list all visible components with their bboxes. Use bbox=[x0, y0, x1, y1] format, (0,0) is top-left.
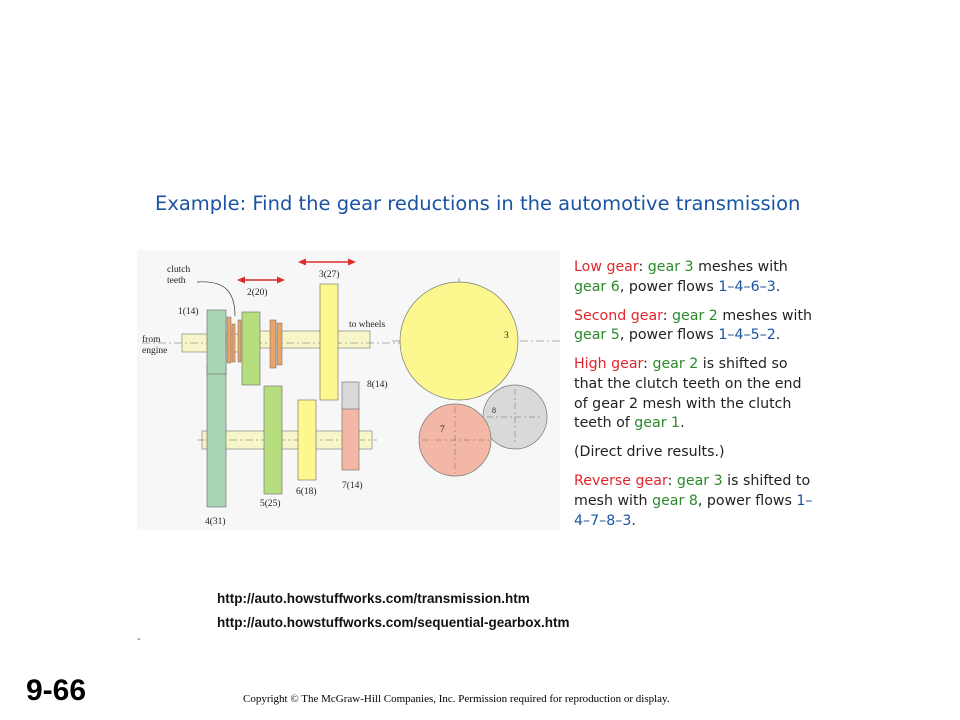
note-high-gear: High gear: gear 2 is shifted so that the… bbox=[574, 356, 802, 432]
gear-7 bbox=[341, 407, 360, 471]
gear-5 bbox=[263, 385, 283, 495]
second-gear-name: Second gear bbox=[574, 307, 663, 324]
second-gear-flow: 1–4–5–2 bbox=[718, 327, 776, 344]
label-engine: engine bbox=[142, 346, 167, 356]
copyright-notice: Copyright © The McGraw-Hill Companies, I… bbox=[243, 693, 670, 705]
gear-4 bbox=[206, 364, 227, 508]
label-gear3: 3(27) bbox=[319, 269, 340, 280]
stray-dash: - bbox=[137, 633, 141, 645]
note-low-gear: Low gear: gear 3 meshes with gear 6, pow… bbox=[574, 259, 788, 295]
end-view-label-8: 8 bbox=[492, 406, 496, 415]
label-from: from bbox=[142, 334, 161, 345]
note-direct-drive: (Direct drive results.) bbox=[574, 444, 725, 461]
label-gear6: 6(18) bbox=[296, 486, 317, 497]
clutch-teeth-gear1 bbox=[226, 316, 232, 364]
reverse-gear-name: Reverse gear bbox=[574, 473, 668, 490]
note-reverse-gear: Reverse gear: gear 3 is shifted to mesh … bbox=[574, 473, 813, 529]
gear-1 bbox=[206, 309, 227, 375]
label-gear5: 5(25) bbox=[260, 498, 281, 509]
end-view-label-3: 3 bbox=[504, 331, 509, 341]
label-clutch: clutch bbox=[167, 265, 190, 275]
clutch-teeth-leader bbox=[196, 281, 236, 317]
shift-arrow-gear2 bbox=[237, 276, 285, 284]
end-view-label-7: 7 bbox=[440, 425, 445, 435]
low-gear-name: Low gear bbox=[574, 259, 639, 275]
label-gear4: 4(31) bbox=[205, 516, 226, 527]
label-to-wheels: to wheels bbox=[349, 320, 385, 330]
gear-8 bbox=[341, 381, 360, 410]
transmission-diagram: clutch teeth 1(14) 2(20) 3(27) 8(14) 7(1… bbox=[137, 250, 560, 530]
gear-6 bbox=[297, 399, 317, 481]
link-sequential-gearbox[interactable]: http://auto.howstuffworks.com/sequential… bbox=[217, 615, 570, 630]
label-teeth: teeth bbox=[167, 276, 186, 286]
label-gear2: 2(20) bbox=[247, 287, 268, 298]
end-view-gear-3 bbox=[399, 281, 519, 401]
link-transmission[interactable]: http://auto.howstuffworks.com/transmissi… bbox=[217, 591, 530, 606]
slide-title: Example: Find the gear reductions in the… bbox=[155, 192, 801, 215]
clutch-teeth-gear2 bbox=[237, 319, 242, 363]
high-gear-name: High gear bbox=[574, 356, 644, 373]
gear-2 bbox=[241, 311, 261, 386]
label-gear1: 1(14) bbox=[178, 306, 199, 317]
slide-number: 9-66 bbox=[26, 674, 87, 707]
label-gear7: 7(14) bbox=[342, 480, 363, 491]
reverse-gear-flow: 1–4–7–8–3 bbox=[574, 492, 813, 529]
note-second-gear: Second gear: gear 2 meshes with gear 5, … bbox=[574, 307, 813, 344]
gear-notes: Low gear: gear 3 meshes with gear 6, pow… bbox=[574, 258, 814, 541]
collar bbox=[269, 319, 277, 369]
low-gear-flow: 1–4–6–3 bbox=[718, 278, 776, 295]
label-gear8: 8(14) bbox=[367, 379, 388, 390]
shift-arrow-gear3 bbox=[298, 258, 356, 266]
gear-3 bbox=[319, 283, 339, 401]
